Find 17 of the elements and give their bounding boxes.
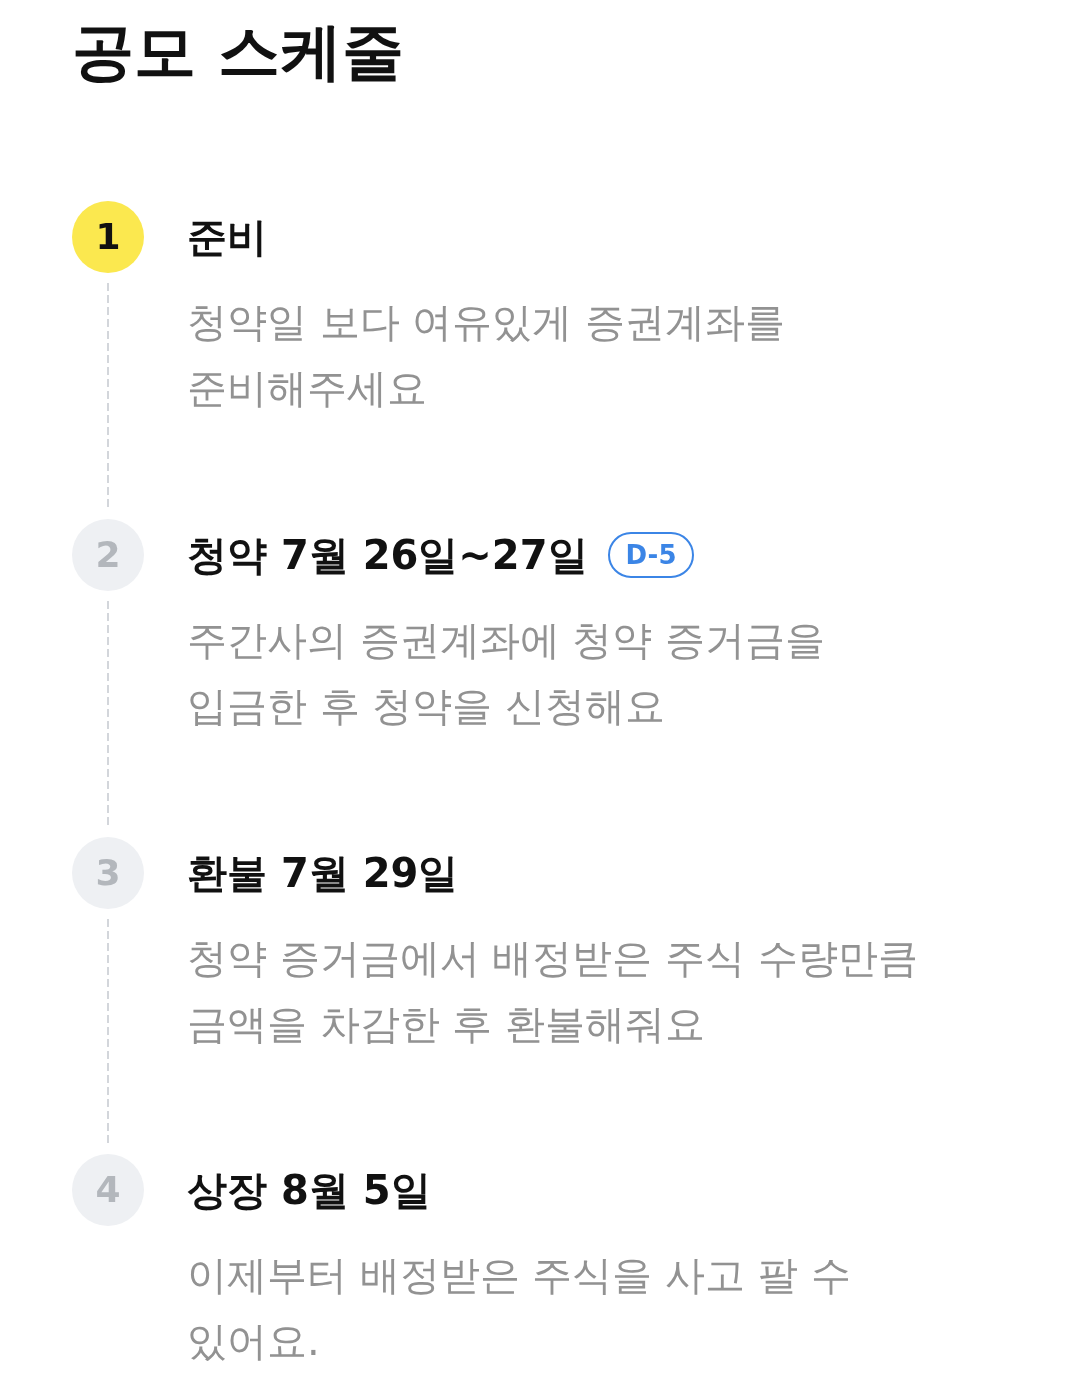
- dashed-connector: [107, 600, 109, 828]
- step-number-marker: 1: [72, 201, 144, 273]
- step-description: 청약 증거금에서 배정받은 주식 수량만큼 금액을 차감한 후 환불해줘요: [187, 934, 919, 1049]
- dashed-connector: [107, 282, 109, 510]
- d-day-tag: D-5: [607, 532, 695, 578]
- step-title: 준비: [187, 213, 267, 262]
- step-number-marker: 2: [72, 519, 144, 591]
- step-number-marker: 4: [72, 1154, 144, 1226]
- step-description: 청약일 보다 여유있게 증권계좌를 준비해주세요: [187, 298, 787, 413]
- step-description: 이제부터 배정받은 주식을 사고 팔 수 있어요.: [187, 1251, 852, 1366]
- page-title: 공모 스케줄: [72, 14, 404, 90]
- dashed-connector: [107, 918, 109, 1145]
- step-title: 상장 8월 5일: [187, 1166, 431, 1215]
- step-title: 환불 7월 29일: [187, 849, 459, 898]
- step-title: 청약 7월 26일~27일: [187, 531, 588, 580]
- step-number-marker: 3: [72, 837, 144, 909]
- step-description: 주간사의 증권계좌에 청약 증거금을 입금한 후 청약을 신청해요: [187, 616, 827, 731]
